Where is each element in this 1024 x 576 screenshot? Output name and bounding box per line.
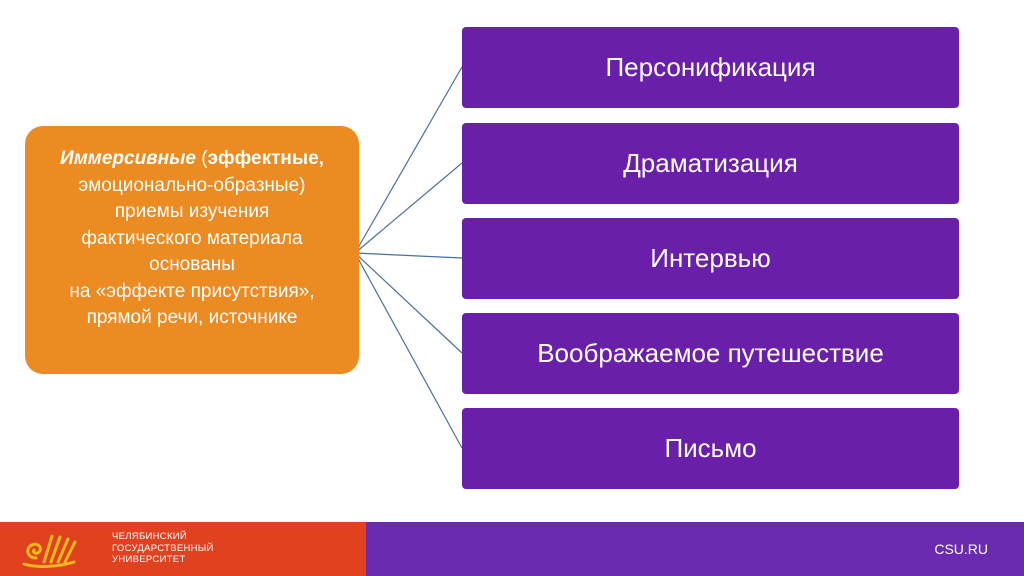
method-box-interview: Интервью xyxy=(462,218,959,299)
immersive-methods-box: Иммерсивные (эффектные, эмоционально-обр… xyxy=(25,126,359,374)
method-label: Драматизация xyxy=(623,148,798,178)
source-line-4: фактического материала xyxy=(81,227,303,249)
csu-shell-logo-icon xyxy=(22,534,77,568)
source-line-3: приемы изучения xyxy=(114,201,270,222)
connector-line-4 xyxy=(354,252,463,354)
source-line-6: на «эффекте присутствия», xyxy=(69,280,315,302)
connector-line-1 xyxy=(354,66,463,254)
source-line-5: основаны xyxy=(149,254,235,275)
connector-line-5 xyxy=(354,252,463,449)
connector-line-2 xyxy=(354,162,463,254)
site-link[interactable]: CSU.RU xyxy=(934,541,988,557)
method-label: Персонификация xyxy=(605,52,816,82)
method-box-imaginary-journey: Воображаемое путешествие xyxy=(462,313,959,394)
source-italic-word: Иммерсивные xyxy=(60,148,196,169)
method-label: Воображаемое путешествие xyxy=(537,338,884,368)
connector-line-3 xyxy=(354,252,463,259)
footer-bar: ЧЕЛЯБИНСКИЙ ГОСУДАРСТВЕННЫЙ УНИВЕРСИТЕТ … xyxy=(0,522,1024,576)
method-box-letter: Письмо xyxy=(462,408,959,489)
source-bold-word: эффектные, xyxy=(207,148,324,169)
source-line-1: Иммерсивные (эффектные, xyxy=(35,146,349,173)
method-box-personification: Персонификация xyxy=(462,27,959,108)
method-label: Интервью xyxy=(650,243,771,273)
footer-brand-panel: ЧЕЛЯБИНСКИЙ ГОСУДАРСТВЕННЫЙ УНИВЕРСИТЕТ xyxy=(0,522,366,576)
source-line-2: эмоционально-образные) xyxy=(78,174,306,196)
university-name: ЧЕЛЯБИНСКИЙ ГОСУДАРСТВЕННЫЙ УНИВЕРСИТЕТ xyxy=(112,531,214,565)
footer-site-panel: CSU.RU xyxy=(366,522,1024,576)
method-label: Письмо xyxy=(664,433,757,463)
method-box-dramatization: Драматизация xyxy=(462,123,959,204)
source-paren: ( xyxy=(195,148,208,169)
source-line-7: прямой речи, источнике xyxy=(86,307,298,328)
